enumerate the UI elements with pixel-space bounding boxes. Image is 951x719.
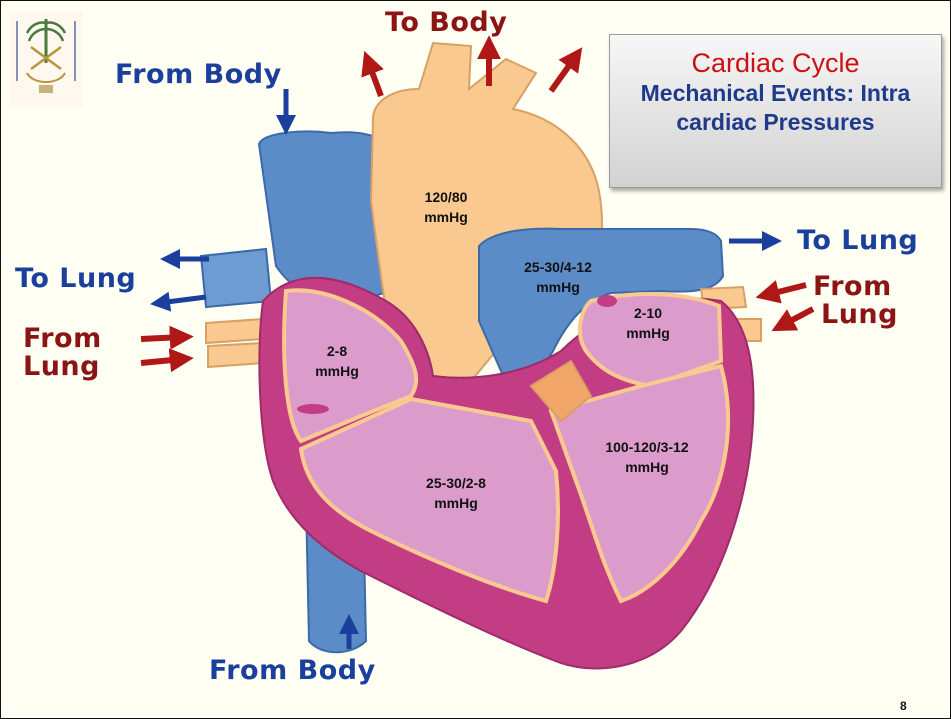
left-ventricle-pressure-unit: mmHg <box>589 457 705 477</box>
left-pulmonary-vein-upper <box>206 319 263 343</box>
left-atrium-pressure-unit: mmHg <box>618 323 678 343</box>
aorta-pressure-value: 120/80 <box>406 187 486 207</box>
right-atrium-pressure-value: 2-8 <box>307 341 367 361</box>
left-pulmonary-artery <box>201 249 271 307</box>
from-lung-left-line1: From <box>23 325 102 353</box>
from-lung-left-label: From Lung <box>23 325 102 381</box>
left-atrium-pressure: 2-10 mmHg <box>618 303 678 343</box>
left-pulmonary-vein-lower <box>208 343 263 367</box>
right-atrium-pressure: 2-8 mmHg <box>307 341 367 381</box>
to-body-arrow-right <box>551 56 576 91</box>
slide-subtitle: Mechanical Events: Intra cardiac Pressur… <box>610 79 941 137</box>
to-lung-left-label: To Lung <box>15 263 136 294</box>
from-lung-right-label: From Lung <box>813 273 898 329</box>
from-body-top-label: From Body <box>115 59 282 90</box>
king-saud-university-logo <box>9 11 83 107</box>
from-lung-left-arrow-2 <box>141 359 183 363</box>
right-ventricle-pressure-unit: mmHg <box>406 493 506 513</box>
right-ventricle-pressure-value: 25-30/2-8 <box>406 473 506 493</box>
papillary-mark <box>297 404 329 414</box>
from-lung-right-arrow-2 <box>781 309 813 326</box>
from-lung-right-line1: From <box>813 273 898 301</box>
left-ventricle-pressure: 100-120/3-12 mmHg <box>589 437 705 477</box>
from-body-bottom-label: From Body <box>209 655 376 686</box>
title-box: Cardiac Cycle Mechanical Events: Intra c… <box>609 34 942 188</box>
left-ventricle-pressure-value: 100-120/3-12 <box>589 437 705 457</box>
right-ventricle-pressure: 25-30/2-8 mmHg <box>406 473 506 513</box>
from-lung-right-arrow-1 <box>766 285 806 295</box>
to-body-arrow-left <box>368 61 381 96</box>
to-body-label: To Body <box>385 7 507 38</box>
from-lung-right-line2: Lung <box>813 301 898 329</box>
aorta-pressure-unit: mmHg <box>406 207 486 227</box>
pulmonary-artery-pressure: 25-30/4-12 mmHg <box>503 257 613 297</box>
page-number: 8 <box>900 699 907 713</box>
pulmonary-artery-pressure-unit: mmHg <box>503 277 613 297</box>
from-lung-left-line2: Lung <box>23 353 102 381</box>
slide-title: Cardiac Cycle <box>610 47 941 79</box>
pulmonary-artery-pressure-value: 25-30/4-12 <box>503 257 613 277</box>
aorta-pressure: 120/80 mmHg <box>406 187 486 227</box>
from-lung-left-arrow-1 <box>141 337 183 339</box>
to-lung-left-arrow-2 <box>159 297 206 303</box>
to-lung-right-label: To Lung <box>797 225 918 256</box>
right-atrium-pressure-unit: mmHg <box>307 361 367 381</box>
left-atrium-pressure-value: 2-10 <box>618 303 678 323</box>
